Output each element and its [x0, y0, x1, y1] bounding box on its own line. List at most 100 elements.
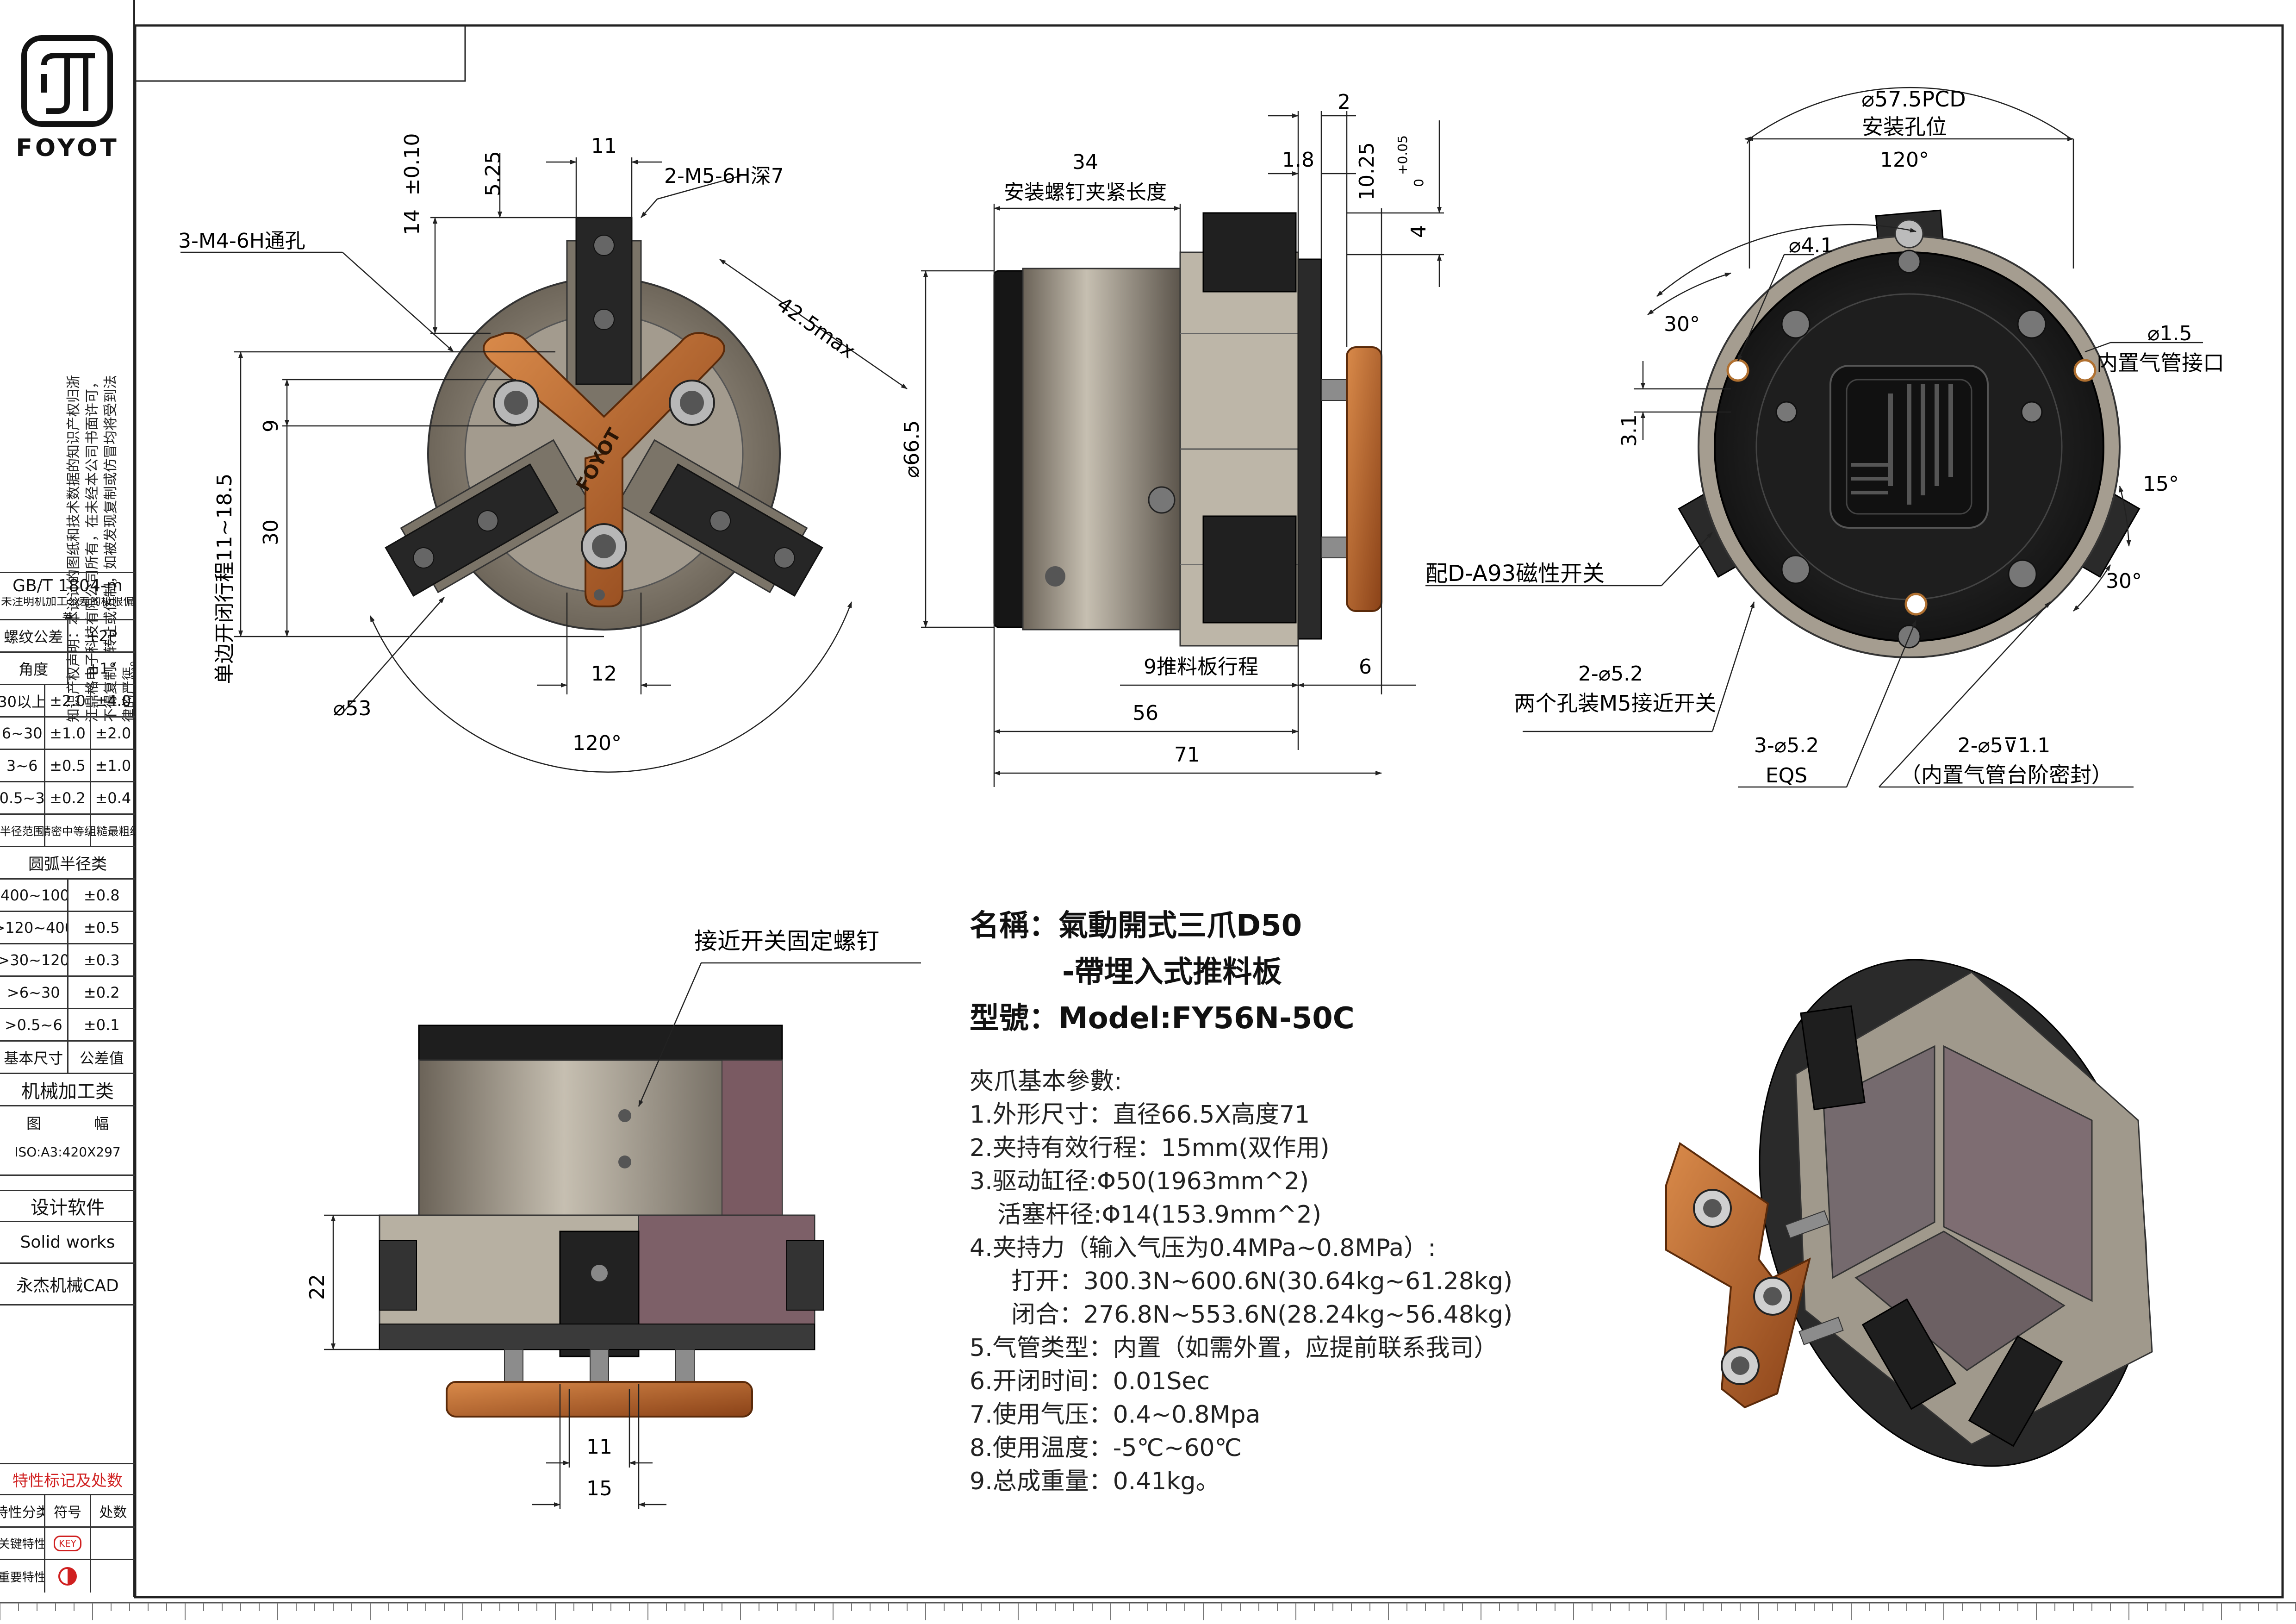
spec-line-4a: 打开：300.3N~600.6N(30.64kg~61.28kg) [1011, 1268, 1513, 1295]
sheet-size: ISO:A3:420X297 [0, 1130, 135, 1176]
model-label: 型號： [970, 1001, 1058, 1036]
linear-b-0: ±4.0 [95, 692, 131, 710]
radius-range-0: >400~1000 [0, 880, 68, 911]
dim-push-stroke: 9推料板行程 [1144, 655, 1258, 679]
feature-header-b: 符号 [45, 1495, 91, 1526]
spec-line-5: 5.气管类型：内置（如需外置，应提前联系我司） [970, 1334, 1498, 1362]
key-feature-label: 关键特性 [0, 1528, 46, 1559]
dim-thread-top: 2-M5-6H深7 [664, 164, 784, 188]
dim-screw-len: 安装螺钉夹紧长度 [1004, 181, 1167, 204]
dim-31: 3.1 [1618, 414, 1641, 447]
base-size-label: 基本尺寸 [0, 1042, 68, 1073]
dim-30: 30 [259, 519, 283, 545]
dim-stroke: 单边开闭行程11~18.5 [213, 474, 236, 684]
dim-30a: 30° [1664, 312, 1700, 336]
linear-b-3: ±0.4 [95, 789, 131, 807]
dim-angle120: 120° [572, 731, 622, 755]
dim-tol-010: ±0.10 [400, 133, 424, 196]
key-badge-icon: KEY [54, 1535, 81, 1551]
sheet-label-a: 图 [26, 1115, 41, 1132]
important-feature-label: 重要特性 [0, 1560, 46, 1593]
dim-71: 71 [1174, 743, 1200, 767]
spec-line-6: 6.开闭时间：0.01Sec [970, 1368, 1210, 1395]
front-view: FOYOT 11 2-M5-6H深7 [178, 133, 908, 773]
dim-bottom-11: 11 [586, 1435, 612, 1459]
bottom-view: 接近开关固定螺钉 22 11 15 [305, 928, 921, 1509]
linear-b-2: ±1.0 [95, 756, 131, 775]
dim-18: 1.8 [1282, 148, 1314, 172]
software-1: Solid works [0, 1222, 135, 1264]
radius-tol-2: ±0.3 [83, 951, 120, 969]
dim-22: 22 [305, 1274, 329, 1300]
spec-line-4b: 闭合：276.8N~553.6N(28.24kg~56.48kg) [1011, 1301, 1513, 1329]
linear-b-1: ±2.0 [95, 724, 131, 742]
model-number: Model:FY56N-50C [1058, 1001, 1355, 1036]
feature-header-c: 处数 [99, 1504, 127, 1521]
radius-range-1: >120~400 [0, 912, 68, 943]
dim-thread-side: 3-M4-6H通孔 [178, 229, 305, 253]
dim-dia665: ⌀66.5 [900, 420, 924, 478]
side-view: 2 1.8 10.25 +0.05 0 4 34 安装螺钉夹紧长度 ⌀66.5 … [900, 90, 1444, 787]
radius-title: 圆弧半径类 [0, 847, 135, 880]
dim-12: 12 [591, 662, 617, 686]
dim-magnetic: 配D-A93磁性开关 [1425, 561, 1605, 587]
thread-tol-label: 螺纹公差 [0, 620, 68, 651]
half-circle-icon [58, 1567, 77, 1586]
radius-tol-1: ±0.5 [83, 918, 120, 937]
spec-line-3b: 活塞杆径:Φ14(153.9mm^2) [997, 1201, 1322, 1229]
dim-6: 6 [1359, 655, 1372, 679]
standard-label: GB/T 1804-m [12, 576, 123, 595]
dim-prox-screw: 接近开关固定螺钉 [694, 928, 879, 955]
feature-title: 特性标记及处数 [0, 1463, 135, 1495]
linear-header-range: 半径范围 [0, 815, 46, 846]
dim-bottom-15: 15 [586, 1477, 612, 1500]
spec-line-8: 8.使用温度：-5℃~60℃ [970, 1434, 1242, 1462]
dim-dia5: 2-⌀5⊽1.1 [1958, 734, 2051, 757]
dim-dia53: ⌀53 [333, 697, 371, 720]
key-feature-symbol: KEY [45, 1528, 91, 1559]
spec-line-9: 9.总成重量：0.41kg。 [970, 1468, 1220, 1495]
important-feature-symbol [45, 1560, 91, 1593]
linear-range-0: 30以上 [0, 685, 46, 716]
linear-a-2: ±0.5 [45, 750, 91, 781]
linear-range-1: 6~30 [0, 718, 46, 749]
brand-name: FOYOT [16, 134, 119, 162]
dim-back-120: 120° [1880, 148, 1929, 172]
dim-air-port: 内置气管接口 [2097, 350, 2224, 375]
dim-dia15: ⌀1.5 [2147, 322, 2192, 345]
product-name-line1: 氣動開式三爪D50 [1058, 909, 1302, 943]
product-name-line2: -帶埋入式推料板 [1062, 955, 1282, 989]
machining-class: 机械加工类 [0, 1074, 135, 1106]
radius-range-3: >6~30 [0, 977, 68, 1008]
logo-mark-icon [21, 35, 113, 127]
dim-2: 2 [1338, 90, 1350, 114]
radius-tol-4: ±0.1 [83, 1016, 120, 1034]
dim-1025: 10.25 [1355, 142, 1379, 200]
specs-heading: 夾爪基本參數: [970, 1068, 1122, 1095]
angle-tol-value: ±1° [87, 659, 117, 677]
dim-15deg: 15° [2143, 472, 2179, 496]
spec-line-4: 4.夹持力（输入气压为0.4MPa~0.8MPa）: [970, 1234, 1436, 1262]
linear-a-0: ±2.0 [45, 685, 91, 716]
tolerance-value-label: 公差值 [79, 1049, 124, 1067]
dim-34: 34 [1072, 150, 1098, 174]
dim-425max: 42.5max [772, 293, 859, 363]
top-tab [135, 25, 466, 82]
spec-line-3: 3.驱动缸径:Φ50(1963mm^2) [970, 1168, 1309, 1195]
software-title: 设计软件 [0, 1190, 135, 1222]
dim-11: 11 [591, 134, 617, 158]
dim-dia52a: 2-⌀5.2 [1578, 662, 1643, 686]
dim-9: 9 [259, 419, 283, 432]
dim-eqs: EQS [1766, 764, 1807, 787]
dim-dia52b: 3-⌀5.2 [1754, 734, 1819, 757]
dim-4: 4 [1407, 225, 1431, 238]
dim-pcd: ⌀57.5PCD [1861, 87, 1966, 112]
linear-range-2: 3~6 [0, 750, 46, 781]
radius-tol-3: ±0.2 [83, 983, 120, 1001]
spec-line-1: 1.外形尺寸：直径66.5X高度71 [970, 1101, 1310, 1129]
dim-30b: 30° [2106, 569, 2142, 593]
linear-header-a: 精密中等级 [45, 815, 91, 846]
dim-14: 14 [400, 209, 424, 235]
linear-a-1: ±1.0 [45, 718, 91, 749]
